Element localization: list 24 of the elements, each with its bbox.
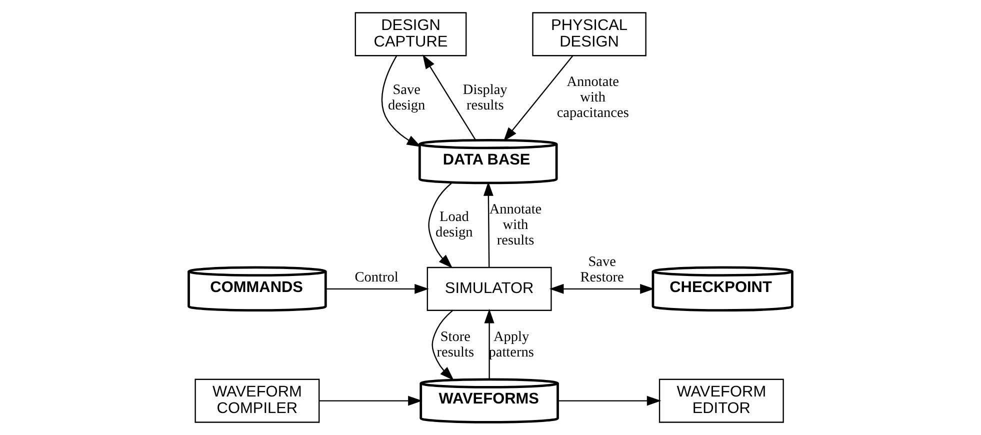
arrow [484,308,494,380]
edge-label: Save Restore [580,254,624,286]
arrow [558,396,662,406]
edge-label: Store results [436,328,474,360]
arrow [381,55,422,147]
arrow [422,54,476,140]
arrow [483,182,494,268]
arrow [549,284,654,294]
node-box: DESIGN CAPTURE [354,12,467,56]
edge-label: Control [354,269,398,286]
edge-label: Load design [436,209,473,241]
arrow [428,182,453,268]
node-box: PHYSICAL DESIGN [532,12,646,56]
edge-label: Display results [462,82,508,114]
arrow [503,56,574,142]
edge-label: Save design [388,82,426,114]
arrow [326,284,429,294]
node-box: WAVEFORM EDITOR [658,378,784,423]
node-box: SIMULATOR [426,266,552,311]
edge-label: Annotate with capacitances [556,74,629,122]
arrow [319,396,422,406]
edge-label: Annotate with results [489,201,542,248]
node-box: WAVEFORM COMPILER [194,378,320,423]
arrow [432,310,454,380]
